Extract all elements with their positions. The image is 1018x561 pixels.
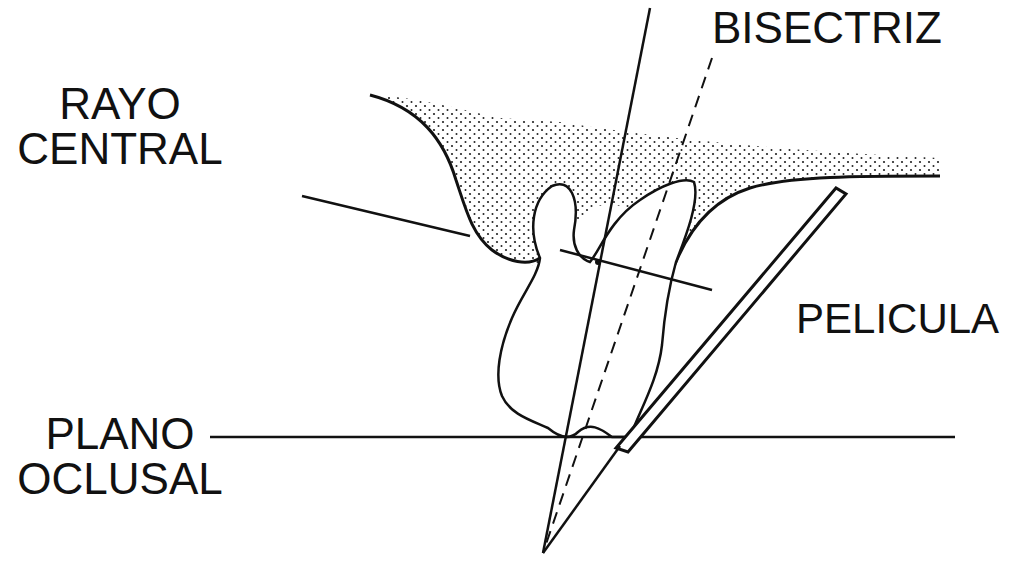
tooth-axis [543,8,650,553]
part-label: RAYO CENTRAL [4,82,236,172]
film-plane-line [543,446,620,553]
ray-point [595,259,601,265]
leader-line [302,196,470,236]
gum-outline [370,95,540,262]
central-ray [560,250,712,290]
bisector-line [543,58,712,553]
part-label: BISECTRIZ [712,6,1012,51]
part-label: PELICULA [796,298,1014,341]
part-label: PLANO OCLUSAL [4,412,236,502]
